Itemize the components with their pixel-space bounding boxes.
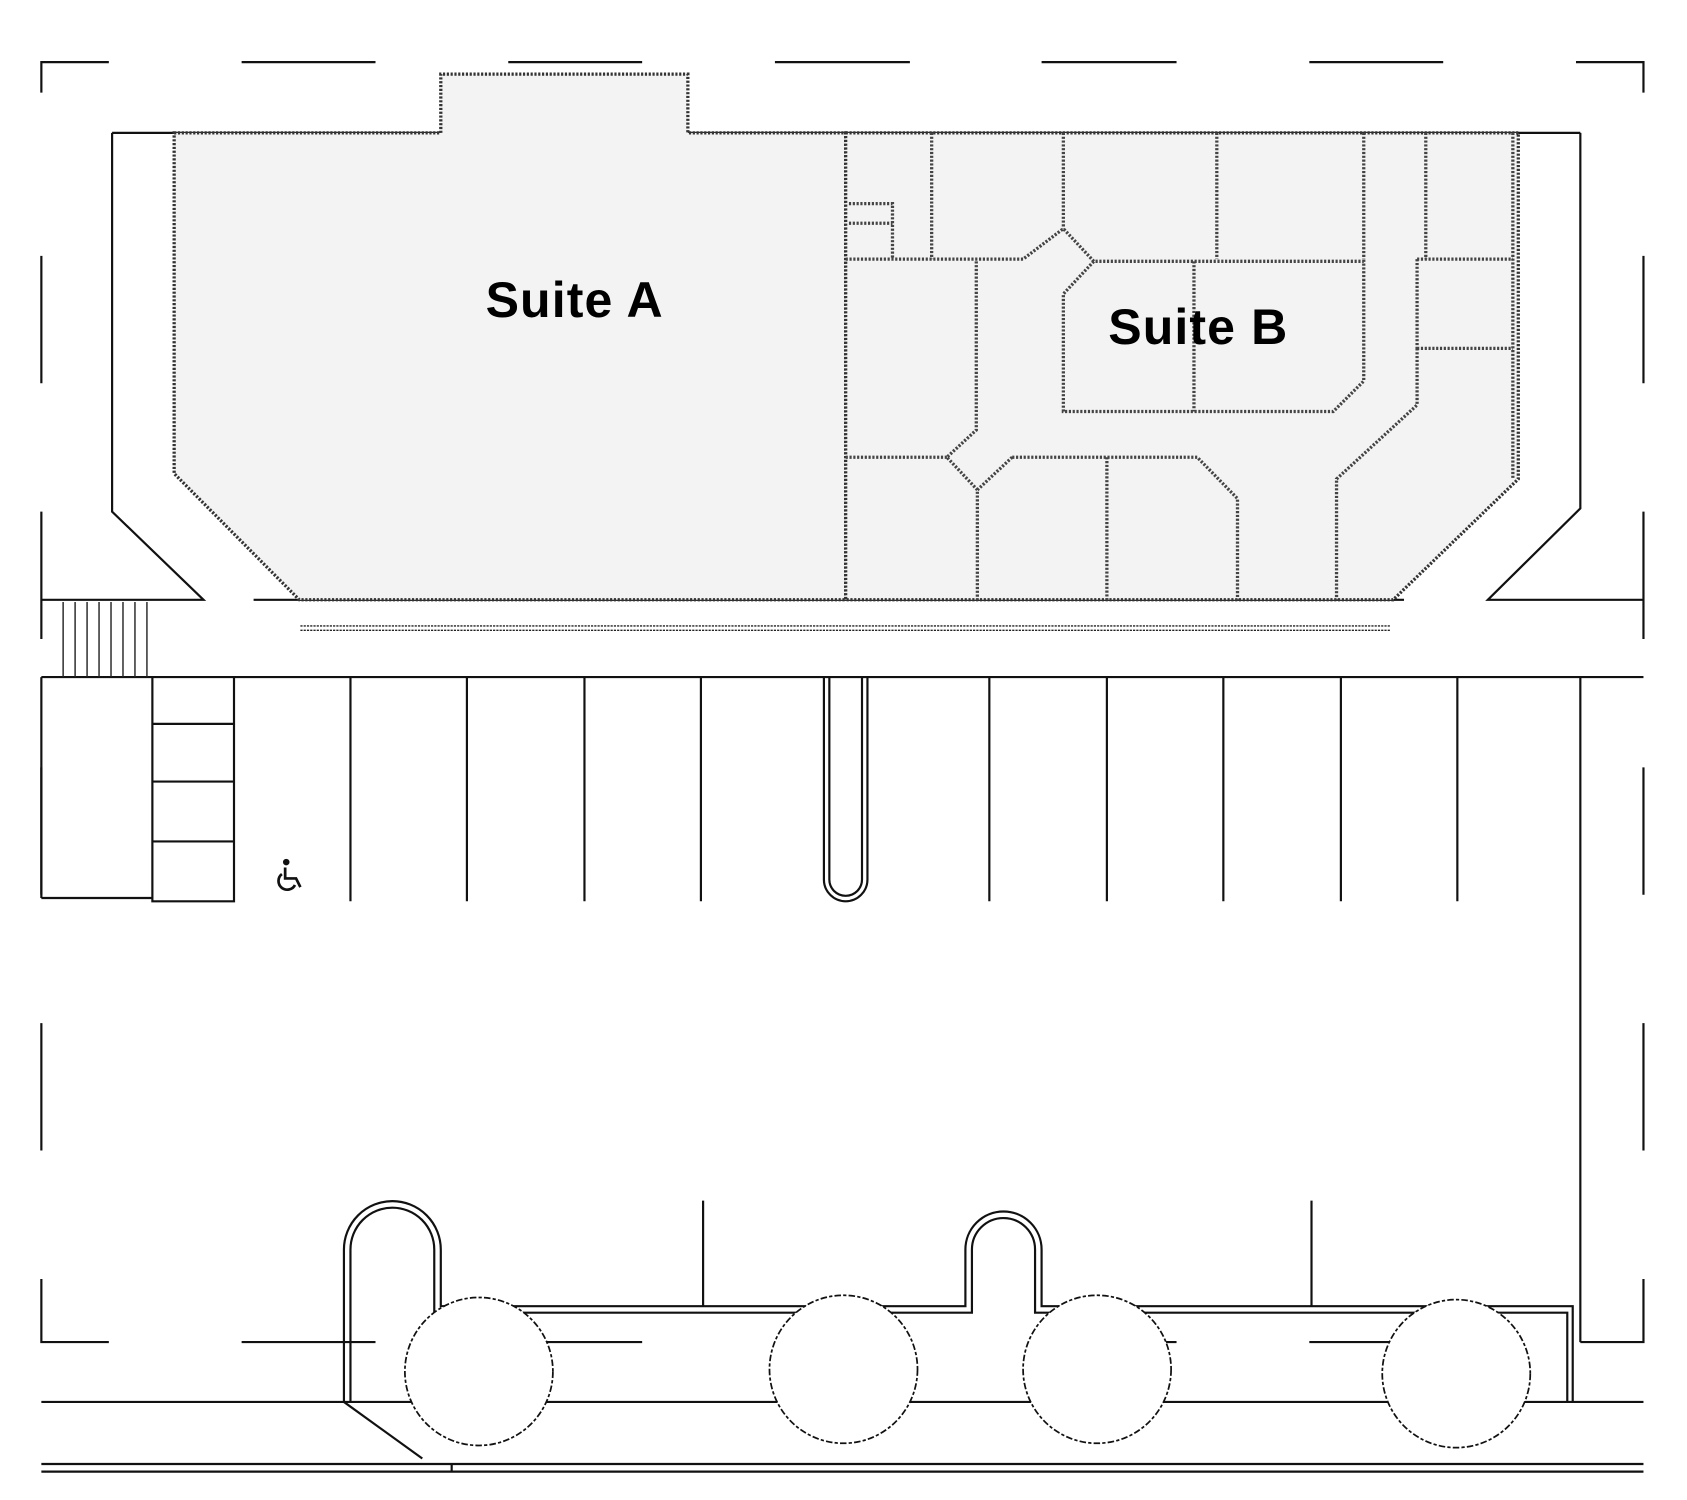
suite-b-interior-walls	[845, 132, 1515, 600]
suite-b-area[interactable]	[844, 131, 1520, 602]
tree	[768, 1294, 919, 1445]
tree	[1022, 1294, 1172, 1445]
landscape-islands	[41, 1200, 1644, 1473]
property-boundary	[40, 61, 1645, 1344]
tree	[404, 1296, 554, 1447]
trees	[404, 1294, 1532, 1449]
stairs	[62, 601, 148, 678]
suite-a-area[interactable]	[172, 72, 848, 602]
accessible-parking-icon	[277, 858, 302, 892]
tree	[1381, 1298, 1532, 1449]
parking-stalls	[40, 677, 1582, 1343]
suite-b-label: Suite B	[1108, 299, 1288, 355]
suite-a-label: Suite A	[486, 272, 664, 328]
